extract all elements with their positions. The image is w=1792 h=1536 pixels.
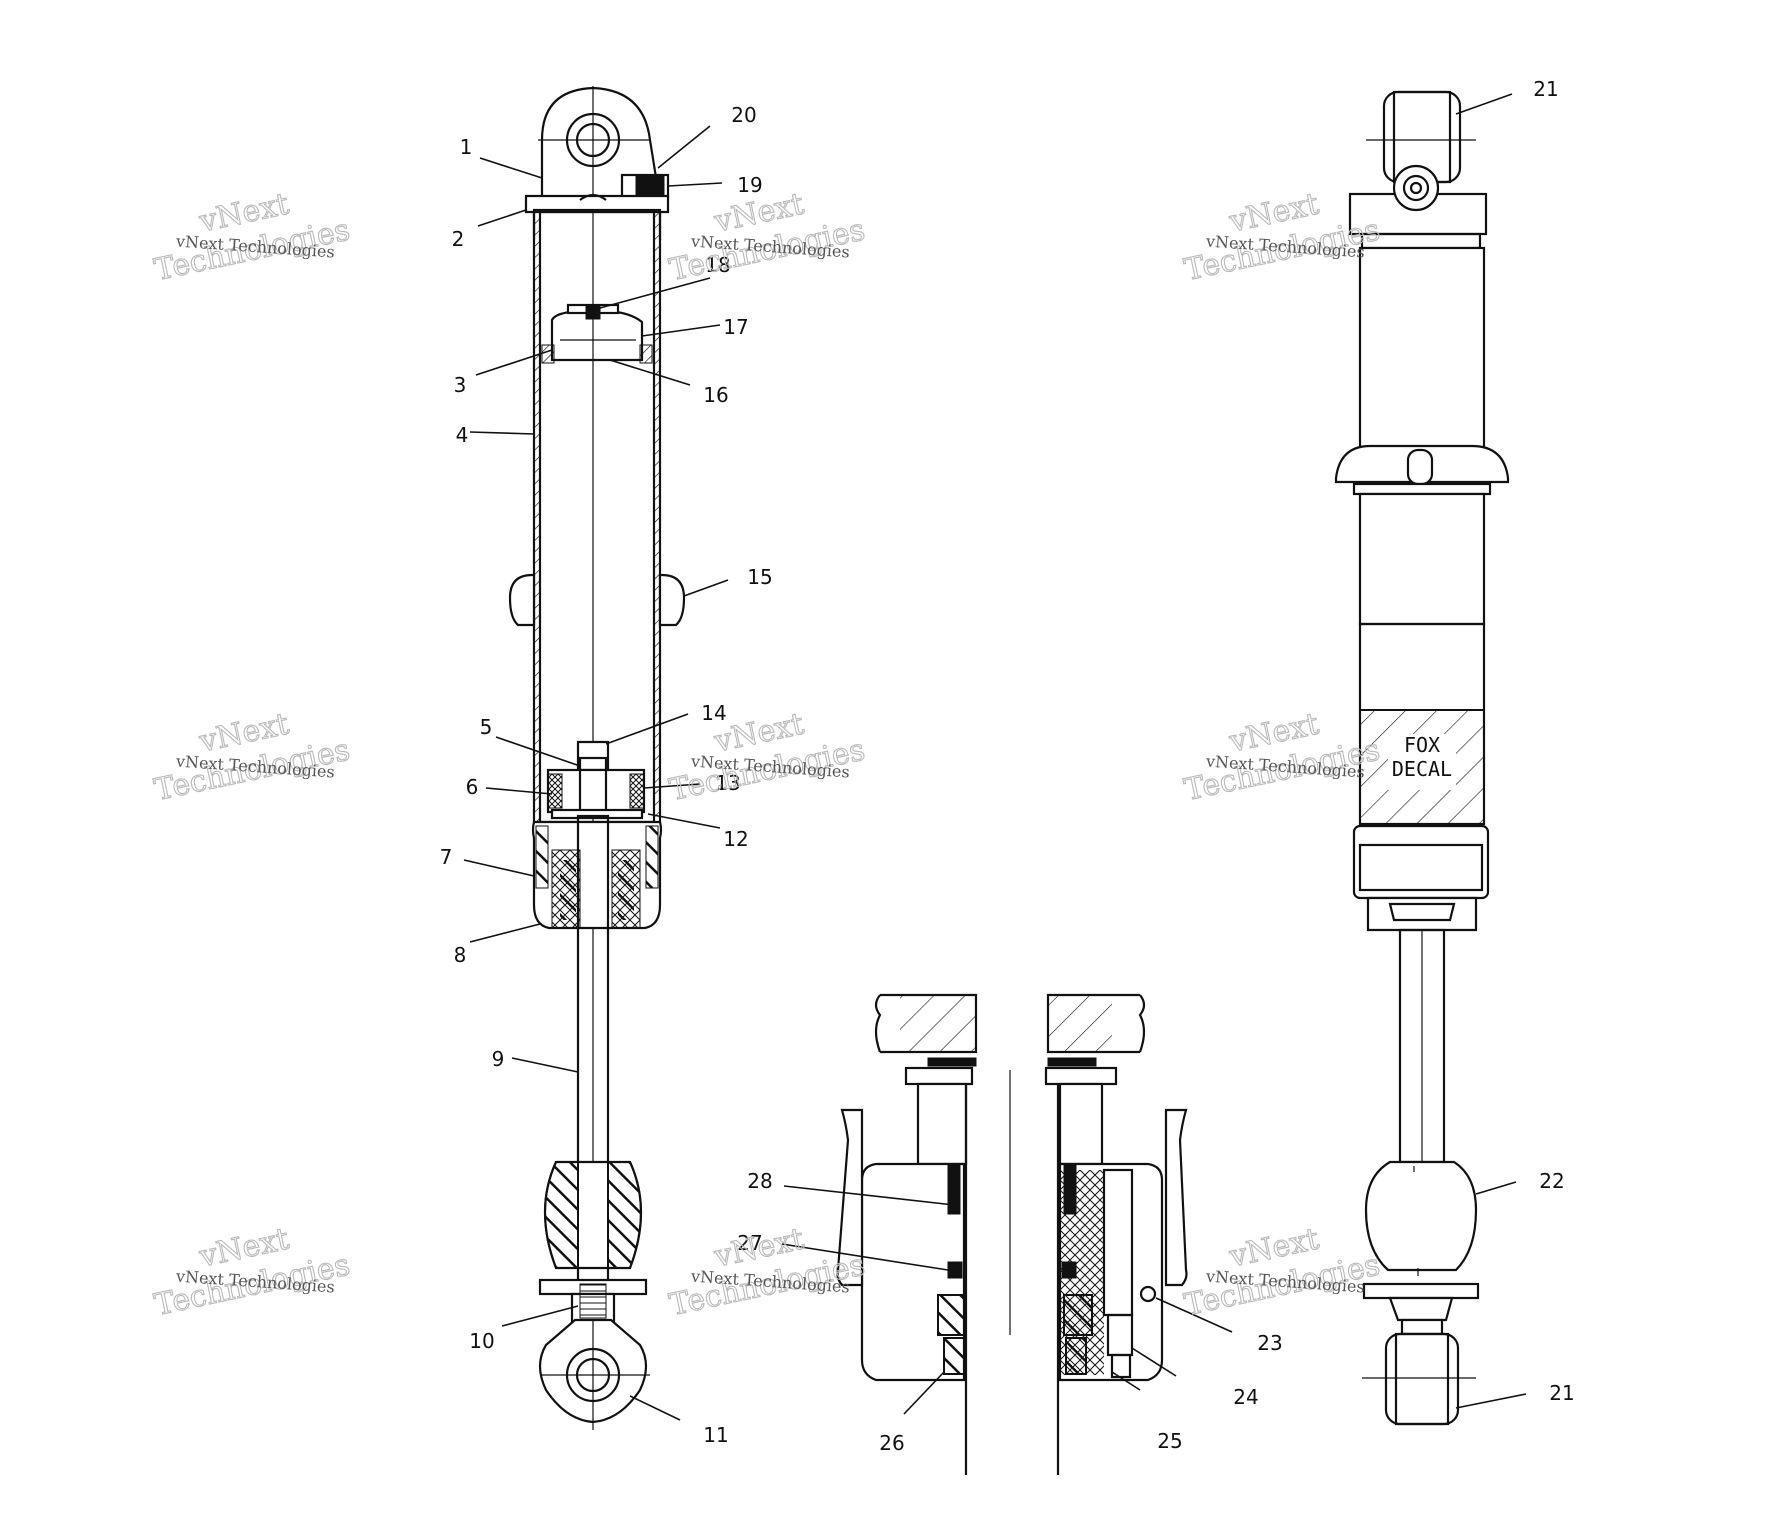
callout-11: 11 xyxy=(703,1423,728,1447)
callout-20: 20 xyxy=(731,103,756,127)
watermark-grid: vNext Technologies vNext Technologies vN… xyxy=(151,186,1384,1323)
callout-28: 28 xyxy=(747,1169,772,1193)
callout-labels: 1 2 3 4 5 6 7 8 9 10 11 12 13 14 15 16 1… xyxy=(440,77,1575,1455)
callout-26: 26 xyxy=(879,1431,904,1455)
callout-15: 15 xyxy=(747,565,772,589)
callout-8: 8 xyxy=(454,943,467,967)
callout-16: 16 xyxy=(703,383,728,407)
callout-1: 1 xyxy=(460,135,473,159)
callout-17: 17 xyxy=(723,315,748,339)
cutaway-shock xyxy=(508,86,686,1430)
callout-13: 13 xyxy=(715,771,740,795)
callout-23: 23 xyxy=(1257,1331,1282,1355)
callout-21-bottom: 21 xyxy=(1549,1381,1574,1405)
middle-leaders xyxy=(781,1185,1233,1415)
callout-21-top: 21 xyxy=(1533,77,1558,101)
decal-text-1: FOX xyxy=(1404,733,1440,757)
callout-4: 4 xyxy=(456,423,469,447)
callout-5: 5 xyxy=(480,715,493,739)
callout-12: 12 xyxy=(723,827,748,851)
right-leaders xyxy=(1455,93,1527,1409)
callout-25: 25 xyxy=(1157,1429,1182,1453)
callout-14: 14 xyxy=(701,701,726,725)
callout-24: 24 xyxy=(1233,1385,1258,1409)
callout-9: 9 xyxy=(492,1047,505,1071)
callout-19: 19 xyxy=(737,173,762,197)
assembled-shock: FOX DECAL xyxy=(1334,90,1510,1426)
callout-2: 2 xyxy=(452,227,465,251)
left-leaders xyxy=(463,125,729,1421)
callout-22: 22 xyxy=(1539,1169,1564,1193)
callout-18: 18 xyxy=(705,253,730,277)
callout-3: 3 xyxy=(454,373,467,397)
callout-7: 7 xyxy=(440,845,453,869)
detail-seal-view xyxy=(836,993,1188,1475)
callout-6: 6 xyxy=(466,775,479,799)
callout-10: 10 xyxy=(469,1329,494,1353)
callout-27: 27 xyxy=(737,1231,762,1255)
decal-text-2: DECAL xyxy=(1392,757,1452,781)
